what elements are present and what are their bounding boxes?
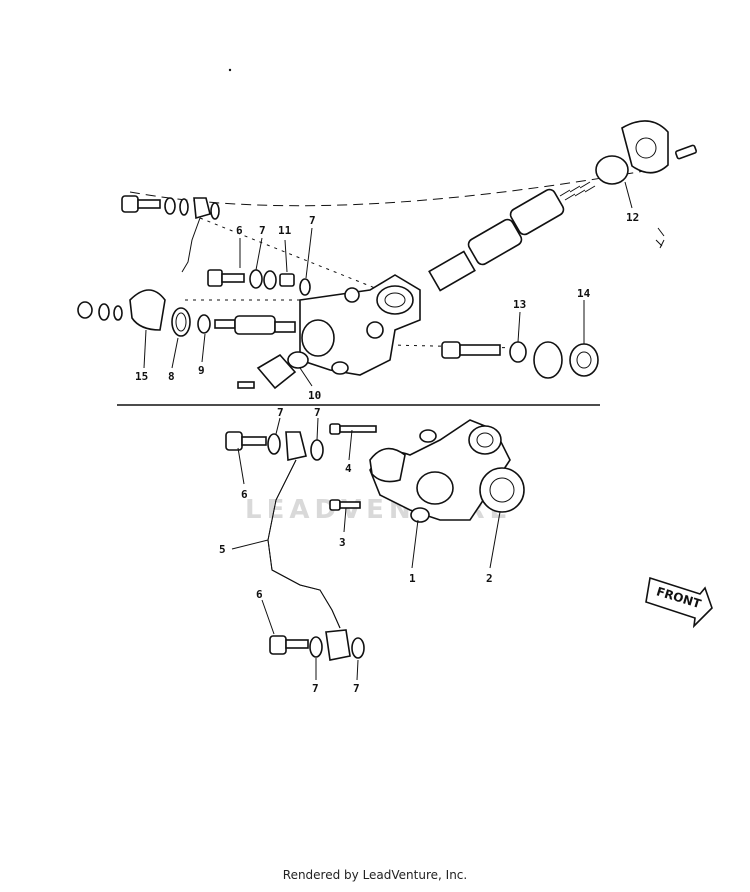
small-clip-icon <box>655 227 665 249</box>
leader-lines <box>143 181 633 681</box>
callout-2: 2 <box>486 572 493 585</box>
callout-4: 4 <box>345 462 352 475</box>
lower-banjo-bolt-top <box>225 431 324 461</box>
guide-line <box>199 217 381 291</box>
callout-1: 1 <box>409 572 416 585</box>
pump-screws <box>329 423 377 511</box>
upper-banjo-bolt-assembly <box>121 195 220 273</box>
left-cover-spring-set <box>77 289 211 337</box>
callout-12: 12 <box>626 211 639 224</box>
dashed-guide <box>129 169 651 207</box>
callout-7: 7 <box>277 406 284 419</box>
drive-shaft-assembly <box>428 120 698 292</box>
callout-7: 7 <box>353 682 360 695</box>
callout-3: 3 <box>339 536 346 549</box>
callout-7: 7 <box>259 224 266 237</box>
assembled-oil-pump <box>369 419 525 523</box>
upper-bolt-washer-set <box>207 269 311 296</box>
front-direction-arrow: FRONT <box>645 576 713 629</box>
callout-7: 7 <box>314 406 321 419</box>
oil-pipe-inner <box>267 459 341 629</box>
callout-15: 15 <box>135 370 148 383</box>
callout-7: 7 <box>312 682 319 695</box>
callout-11: 11 <box>278 224 292 237</box>
callout-6: 6 <box>256 588 263 601</box>
lower-plate-oring <box>237 351 309 390</box>
pump-plunger <box>214 315 296 335</box>
footer-credit: Rendered by LeadVenture, Inc. <box>282 868 468 882</box>
speck <box>228 68 232 72</box>
callout-7: 7 <box>309 214 316 227</box>
callout-9: 9 <box>198 364 205 377</box>
callout-8: 8 <box>168 370 175 383</box>
callout-6: 6 <box>241 488 248 501</box>
right-shaft-seal-set <box>441 341 599 379</box>
callout-13: 13 <box>513 298 526 311</box>
upper-pump-body <box>299 274 421 376</box>
callout-5: 5 <box>219 543 226 556</box>
oil-pipe <box>267 459 341 629</box>
lower-banjo-bolt-bottom <box>269 629 365 661</box>
callouts: 6 7 11 7 15 8 9 10 12 13 14 7 7 4 6 3 1 … <box>135 211 639 695</box>
callout-6: 6 <box>236 224 243 237</box>
callout-10: 10 <box>308 389 321 402</box>
callout-14: 14 <box>577 287 591 300</box>
